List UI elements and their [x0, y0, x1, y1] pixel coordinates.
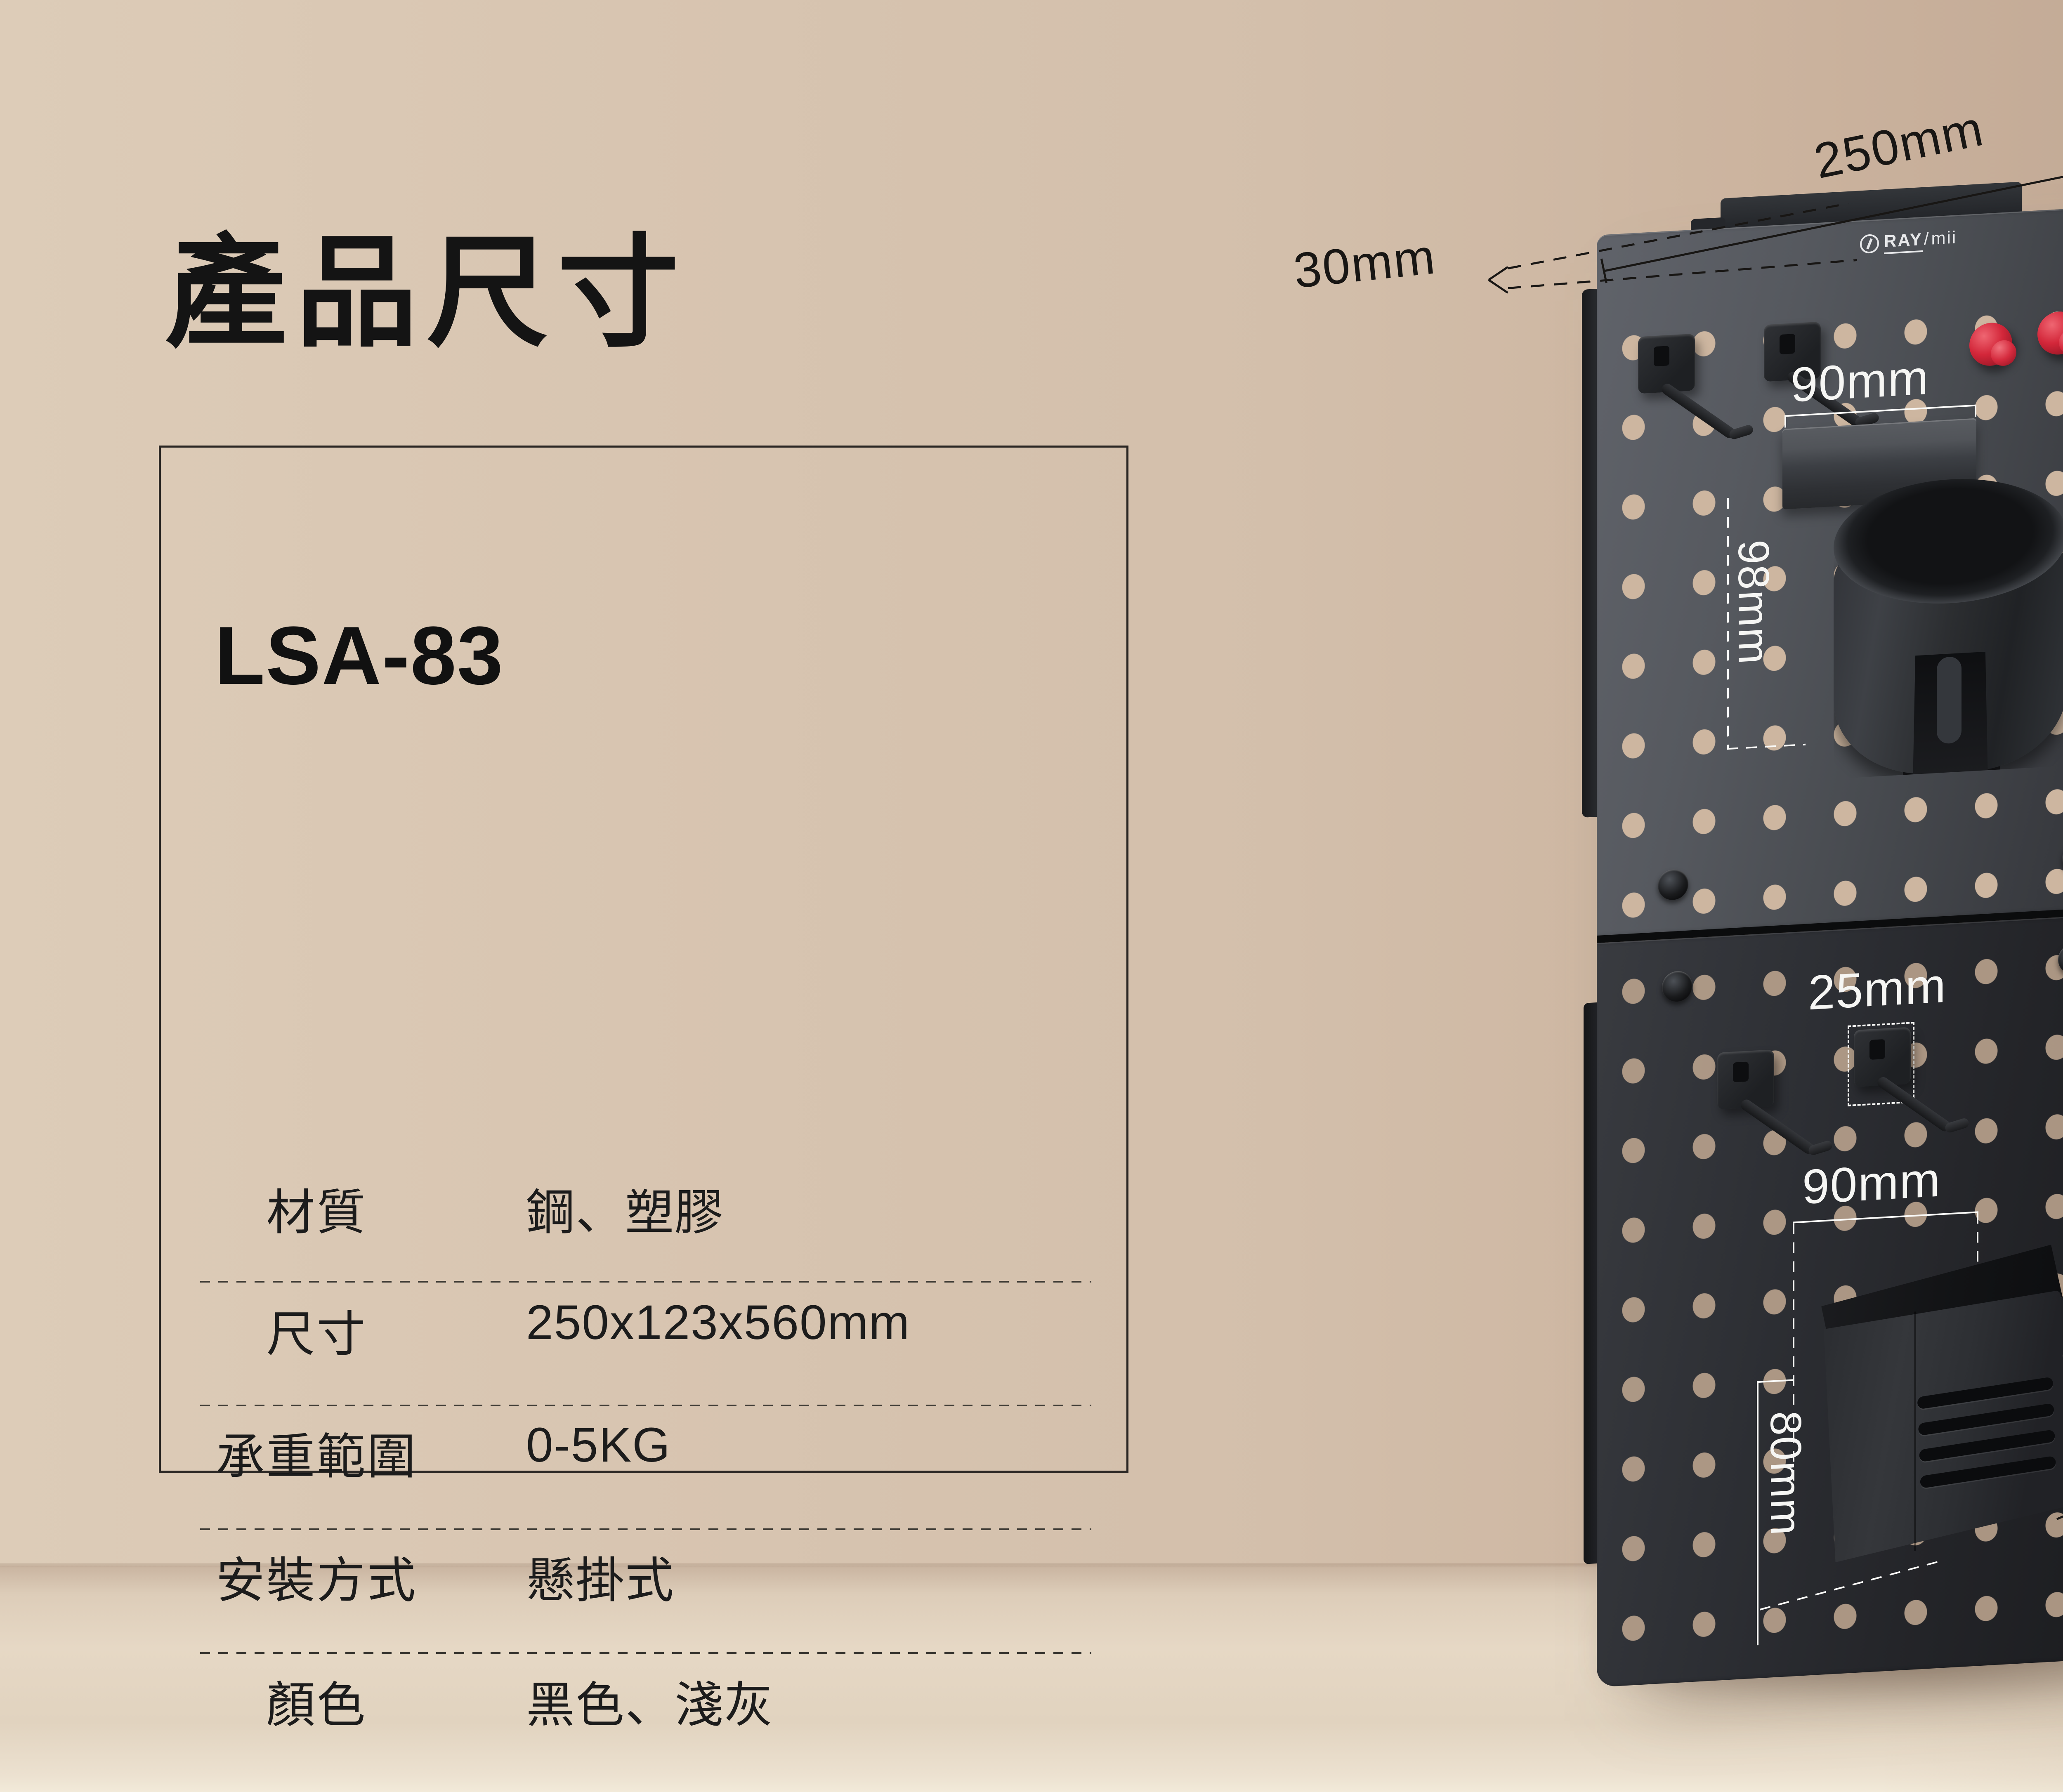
spec-label: 尺寸	[266, 1307, 367, 1362]
dim-cup-height-label: 98mm	[1729, 538, 1778, 666]
spec-value: 鋼、塑膠	[526, 1186, 725, 1240]
spec-label: 承重範圍	[216, 1430, 418, 1484]
brand-mii: mii	[1931, 227, 1957, 248]
spec-label: 材質	[266, 1186, 367, 1240]
spec-value: 0-5KG	[526, 1418, 671, 1472]
dim-depth-chevron	[1488, 266, 1508, 281]
spec-table: 材質 鋼、塑膠 尺寸 250x123x560mm 承重範圍 0-5KG 安裝方式…	[161, 448, 1126, 1733]
divider	[200, 1405, 1091, 1406]
dim-depth-label: 30mm	[1291, 229, 1439, 299]
page-title: 產品尺寸	[165, 225, 688, 361]
dim-basket-height-label: 80mm	[1761, 1410, 1810, 1537]
basket-corner-edge	[1914, 1311, 1916, 1551]
spec-label: 顏色	[266, 1678, 367, 1733]
wall-floor-line	[0, 1563, 2063, 1568]
dim-slat-width-label: 90mm	[1791, 350, 1929, 413]
spec-label: 安裝方式	[216, 1554, 418, 1608]
spec-value: 黑色、淺灰	[526, 1678, 774, 1733]
pegboard-product: RAY / mii 90mm 98mm	[1582, 182, 2063, 1687]
spec-value: 250x123x560mm	[526, 1295, 911, 1350]
product-model: LSA-83	[215, 610, 504, 702]
spec-row-mount: 安裝方式 懸掛式	[161, 1541, 1126, 1608]
divider	[200, 1281, 1091, 1283]
dim-basket-height-line	[1757, 1381, 1759, 1646]
dim-depth-chevron	[1488, 279, 1508, 294]
divider	[200, 1652, 1091, 1654]
spec-card: LSA-83 材質 鋼、塑膠 尺寸 250x123x560mm 承重範圍 0-5…	[159, 446, 1128, 1733]
storage-basket	[1816, 1228, 2063, 1575]
side-flange-lower	[1584, 1002, 1598, 1564]
dim-basket-width-label: 90mm	[1802, 1152, 1941, 1215]
spec-value: 懸掛式	[526, 1554, 675, 1608]
cup-holder	[1834, 473, 2063, 787]
spec-row-size: 尺寸 250x123x560mm	[161, 1294, 1126, 1362]
brand-ray: RAY	[1884, 229, 1923, 255]
brand-logo-text: RAY / mii	[1884, 227, 1957, 255]
spec-row-material: 材質 鋼、塑膠	[161, 1173, 1126, 1240]
dim-hook-plate-label: 25mm	[1808, 958, 1947, 1021]
spec-row-load: 承重範圍 0-5KG	[161, 1417, 1126, 1484]
side-flange-upper	[1582, 288, 1598, 818]
spec-row-color: 顏色 黑色、淺灰	[161, 1665, 1126, 1733]
brand-slash: /	[1924, 229, 1930, 249]
brand-logo-icon	[1860, 233, 1879, 254]
cup-interior-slot	[1937, 656, 1962, 744]
divider	[200, 1528, 1091, 1530]
dim-width-label: 250mm	[1809, 100, 1989, 189]
